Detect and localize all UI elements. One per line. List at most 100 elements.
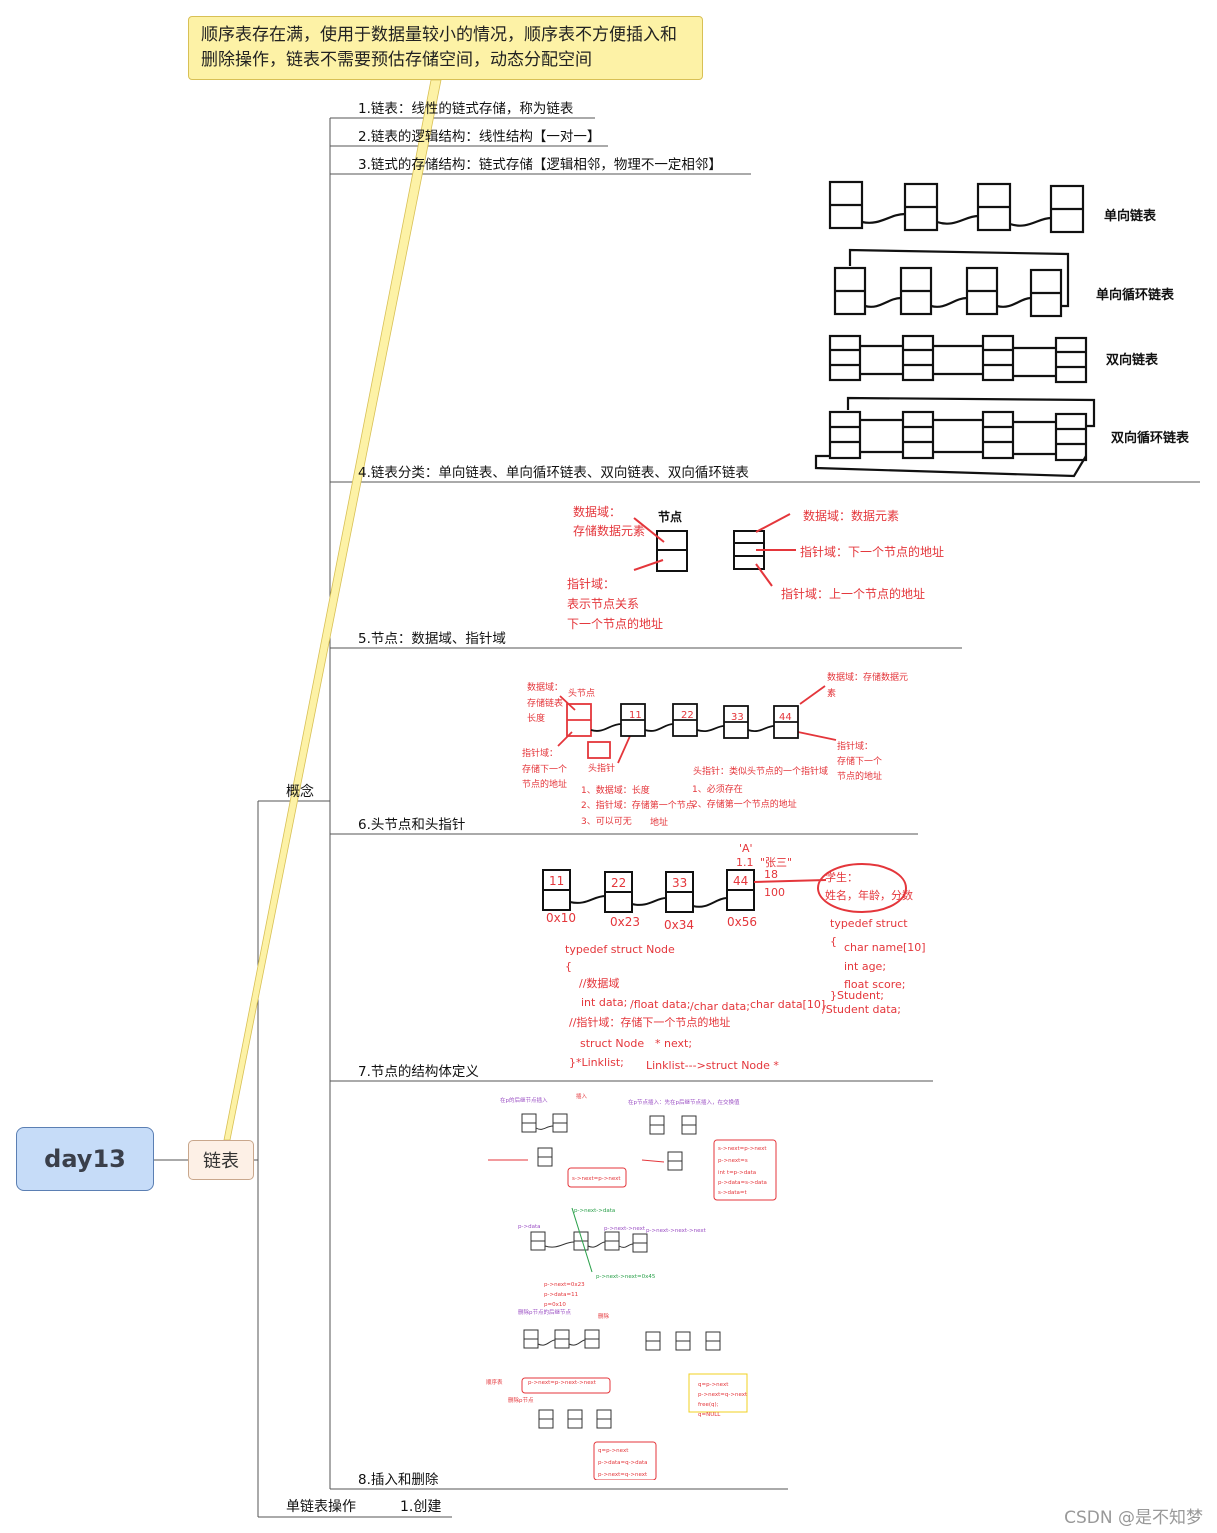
branch-concept[interactable]: 概念 [286,784,314,800]
code-right-7: /Student data; [822,1003,901,1016]
concept-item-1[interactable]: 1.链表：线性的链式存储，称为链表 [358,101,574,117]
head-ptr-1: 指针域： [522,749,559,759]
node-left-ptr-3: 下一个节点的地址 [567,617,664,631]
code-line-4: int data; [581,996,628,1009]
svg-text:p->next->next->next: p->next->next->next [646,1228,707,1234]
node-title: 节点 [658,510,683,524]
svg-text:p->next=p->next->next: p->next=p->next->next [528,1380,597,1386]
code-right-2: { [830,935,837,948]
svg-text:删除: 删除 [598,1312,610,1320]
list-types-sketch [814,180,1096,478]
svg-text:s->next=p->next: s->next=p->next [718,1146,767,1152]
note-text: 顺序表存在满，使用于数据量较小的情况，顺序表不方便插入和删除操作，链表不需要预估… [201,25,677,70]
concept-item-8[interactable]: 8.插入和删除 [358,1472,439,1488]
head-val-3: 33 [731,712,744,723]
node-left-data-2: 存储数据元素 [573,524,646,538]
type-label-single-circular: 单向循环链表 [1096,288,1175,303]
topic-title: 链表 [203,1151,239,1172]
struct-addr-2: 0x23 [610,915,640,929]
svg-text:p->next=0x23: p->next=0x23 [544,1282,585,1288]
head-list1-tail: 地址 [650,818,669,828]
svg-text:p->next->next: p->next->next [604,1226,646,1232]
code-right-4: int age; [844,960,887,973]
svg-text:p->data: p->data [518,1224,540,1230]
svg-text:p->next=q->next: p->next=q->next [698,1392,748,1398]
root-title: day13 [44,1145,126,1173]
struct-val-4: 44 [733,874,748,888]
code-line-2: { [565,960,572,973]
type-label-single: 单向链表 [1104,209,1157,224]
code-line-9: Linklist--->struct Node * [646,1059,779,1072]
head-pointer-label: 头指针 [588,764,616,774]
svg-text:q=p->next: q=p->next [598,1448,629,1454]
code-line-3: //数据域 [579,977,620,990]
code-line-5: //指针域：存储下一个节点的地址 [569,1016,731,1029]
code-line-6: struct Node [580,1037,645,1050]
struct-above-age: 18 [764,868,778,881]
head-node-label: 头节点 [568,689,596,699]
struct-val-2: 22 [611,876,626,890]
head-list2-1: 1、必须存在 [692,785,743,795]
concept-item-7[interactable]: 7.节点的结构体定义 [358,1064,479,1080]
head-right-data-1: 数据域：存储数据元 [827,673,909,683]
svg-text:p->next=s: p->next=s [718,1158,748,1164]
head-list1-1: 1、数据域：长度 [581,786,650,796]
head-hp-title: 头指针：类似头节点的一个指针域 [693,767,829,777]
struct-above-name: "张三" [760,856,793,869]
struct-student-1: 学生： [825,871,858,884]
branch-ops[interactable]: 单链表操作 [286,1499,356,1515]
svg-text:q=NULL: q=NULL [698,1412,721,1418]
head-right-ptr-1: 指针域： [837,742,874,752]
struct-addr-4: 0x56 [727,915,757,929]
node-left-ptr-1: 指针域： [567,577,616,591]
head-right-data-2: 素 [827,689,837,699]
code-line-8: }*Linklist; [569,1056,624,1069]
note-callout: 顺序表存在满，使用于数据量较小的情况，顺序表不方便插入和删除操作，链表不需要预估… [188,16,703,80]
svg-text:s->next=p->next: s->next=p->next [572,1176,621,1182]
head-right-ptr-2: 存储下一个 [837,757,883,767]
svg-text:p->data=s->data: p->data=s->data [718,1180,767,1186]
svg-text:p->next->data: p->next->data [574,1208,615,1214]
concept-item-4[interactable]: 4.链表分类：单向链表、单向循环链表、双向链表、双向循环链表 [358,465,749,481]
svg-text:删除p节点: 删除p节点 [508,1396,534,1404]
head-list2-2: 2、存储第一个节点的地址 [692,800,797,810]
struct-nodes-sketch: 11 22 33 44 0x10 0x23 0x34 0x56 [542,863,907,930]
code-line-1: typedef struct Node [565,943,675,956]
svg-text:s->data=t: s->data=t [718,1190,747,1196]
code-alt-float: /float data; [630,998,691,1011]
root-topic[interactable]: day13 [16,1127,154,1191]
struct-val-3: 33 [672,876,687,890]
struct-student-2: 姓名，年龄，分数 [825,889,913,902]
svg-text:p->data=q->data: p->data=q->data [598,1460,648,1466]
concept-item-3[interactable]: 3.链式的存储结构：链式存储【逻辑相邻，物理不一定相邻】 [358,157,722,173]
head-ptr-2: 存储下一个 [522,765,568,775]
svg-text:int t=p->data: int t=p->data [718,1170,756,1176]
type-label-double-circular: 双向循环链表 [1111,431,1190,446]
code-right-5: float score; [844,978,906,991]
struct-addr-1: 0x10 [546,911,576,925]
code-alt-char: /char data; [690,1000,750,1013]
code-right-6: }Student; [830,989,885,1002]
svg-text:插入: 插入 [576,1092,588,1100]
concept-item-5[interactable]: 5.节点：数据域、指针域 [358,631,506,647]
code-right-1: typedef struct [830,917,908,930]
concept-item-6[interactable]: 6.头节点和头指针 [358,817,466,833]
node-left-data-1: 数据域： [573,505,622,519]
topic-linked-list[interactable]: 链表 [188,1140,254,1180]
struct-val-1: 11 [549,874,564,888]
svg-text:顺序表: 顺序表 [486,1378,503,1386]
svg-text:q=p->next: q=p->next [698,1382,729,1388]
node-right-ptr-prev: 指针域：上一个节点的地址 [781,587,926,601]
concept-item-2[interactable]: 2.链表的逻辑结构：线性结构【一对一】 [358,129,601,145]
struct-above-score: 100 [764,886,785,899]
node-right-data: 数据域：数据元素 [803,509,900,523]
svg-text:在p节点插入：先在p后继节点插入，在交换值: 在p节点插入：先在p后继节点插入，在交换值 [628,1098,740,1106]
ops-create[interactable]: 1.创建 [400,1499,442,1515]
head-val-2: 22 [681,710,694,721]
svg-text:p=0x10: p=0x10 [544,1302,566,1308]
struct-above-float: 1.1 [736,856,754,869]
node-sketch [633,513,796,587]
code-alt-array: char data[10] [750,998,826,1011]
insert-delete-sketch: 在p的后继节点插入 在p节点插入：先在p后继节点插入，在交换值 p->data … [486,1092,777,1480]
